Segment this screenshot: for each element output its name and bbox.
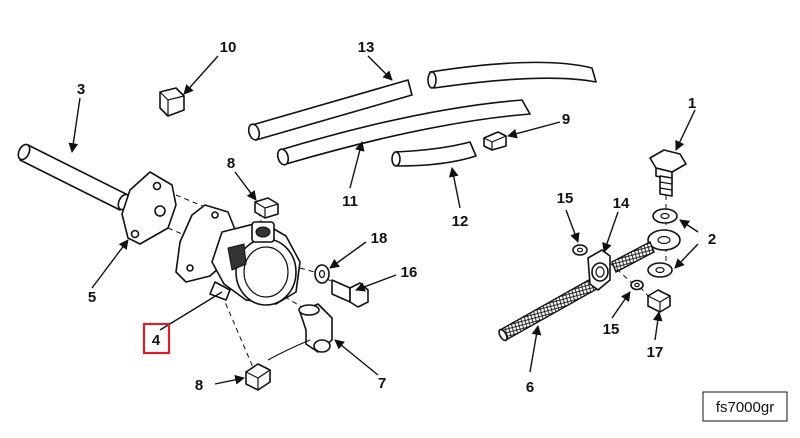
part-bolt-1 [649, 149, 687, 197]
callout-4-highlight [142, 322, 171, 355]
part-plug-8-top [254, 197, 279, 219]
part-clamp-14 [587, 249, 611, 291]
callout-4: 4 [152, 332, 161, 349]
callout-labels: 1 2 3 4 5 6 7 8 8 9 10 11 12 13 14 15 15… [77, 39, 716, 396]
callout-1: 1 [688, 95, 696, 112]
part-washers-2 [647, 208, 681, 278]
callout-15-bottom: 15 [603, 321, 620, 338]
leader-lines [68, 55, 699, 385]
reference-code: fs7000gr [716, 399, 774, 416]
part-bolt-17 [647, 289, 671, 313]
callout-7: 7 [378, 375, 386, 392]
callout-12: 12 [452, 213, 469, 230]
part-bolt-16 [331, 279, 369, 308]
callout-8-bottom: 8 [195, 377, 203, 394]
reference-code-box: fs7000gr [702, 391, 788, 422]
callout-11: 11 [342, 193, 358, 210]
callout-14: 14 [613, 195, 630, 212]
part-braided-line-6 [498, 241, 655, 342]
part-fitting-9 [483, 131, 507, 151]
callout-16: 16 [401, 264, 418, 281]
part-gasket-5 [121, 171, 177, 245]
part-hose-13 [247, 61, 597, 141]
callout-6: 6 [526, 379, 534, 396]
callout-9: 9 [562, 111, 570, 128]
part-elbow-10 [159, 87, 185, 117]
part-fitting-8-bottom [245, 363, 271, 391]
callout-13: 13 [358, 39, 375, 56]
callout-2: 2 [708, 231, 716, 248]
callout-5: 5 [88, 289, 96, 306]
callout-8-top: 8 [227, 155, 235, 172]
part-hose-12 [391, 141, 477, 167]
callout-3: 3 [77, 81, 85, 98]
callout-18: 18 [371, 230, 388, 247]
callout-15-top: 15 [557, 190, 574, 207]
part-washer-15-top [572, 244, 588, 256]
part-washer-15-bottom [630, 279, 644, 291]
part-tube-3 [17, 143, 131, 211]
callout-17: 17 [647, 344, 664, 361]
callout-10: 10 [220, 39, 237, 56]
part-valve-body-4 [175, 204, 301, 306]
part-elbow-7 [267, 303, 333, 361]
part-washer-18 [314, 264, 330, 284]
